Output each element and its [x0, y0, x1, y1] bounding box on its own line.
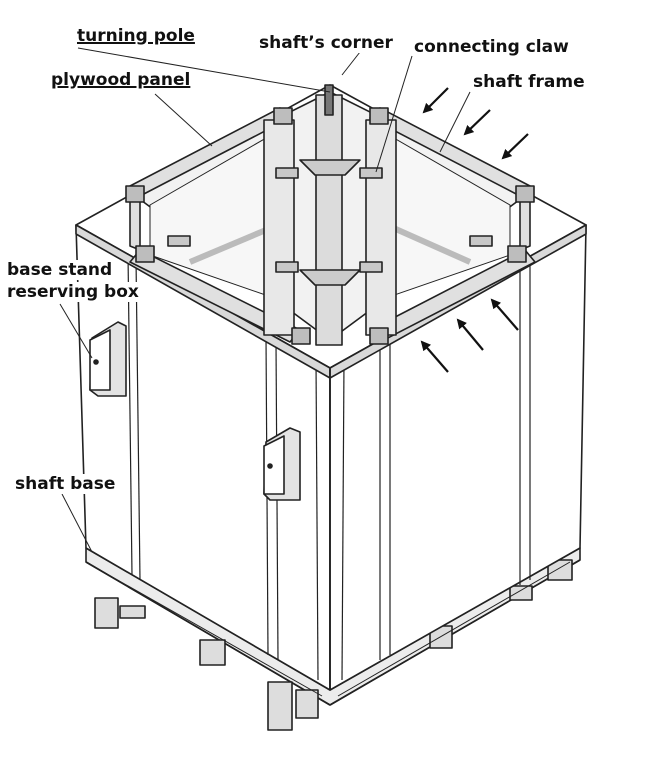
arrow-icon — [490, 298, 519, 331]
arrow-icon — [420, 340, 449, 373]
connecting-claw — [167, 167, 493, 273]
base-stand-reserving-box — [89, 321, 127, 397]
arrow-icon — [463, 109, 491, 136]
arrow-icon — [456, 318, 484, 351]
shaft-base — [85, 547, 581, 731]
label-shafts-corner: shaft’s corner — [258, 33, 394, 53]
label-plywood-panel: plywood panel — [50, 70, 192, 90]
label-base-stand-line1: base stand — [6, 260, 114, 280]
label-connecting-claw: connecting claw — [413, 37, 570, 57]
label-base-stand-line2: reserving box — [6, 282, 140, 302]
leader-lines — [59, 47, 471, 553]
label-shaft-base: shaft base — [14, 474, 117, 494]
arrow-icon — [501, 133, 529, 160]
label-turning-pole: turning pole — [76, 26, 196, 46]
turning-pole — [263, 84, 397, 346]
base-stand-reserving-box-2 — [263, 427, 301, 501]
arrows — [420, 87, 529, 373]
arrow-icon — [422, 87, 449, 114]
label-shaft-frame: shaft frame — [472, 72, 586, 92]
